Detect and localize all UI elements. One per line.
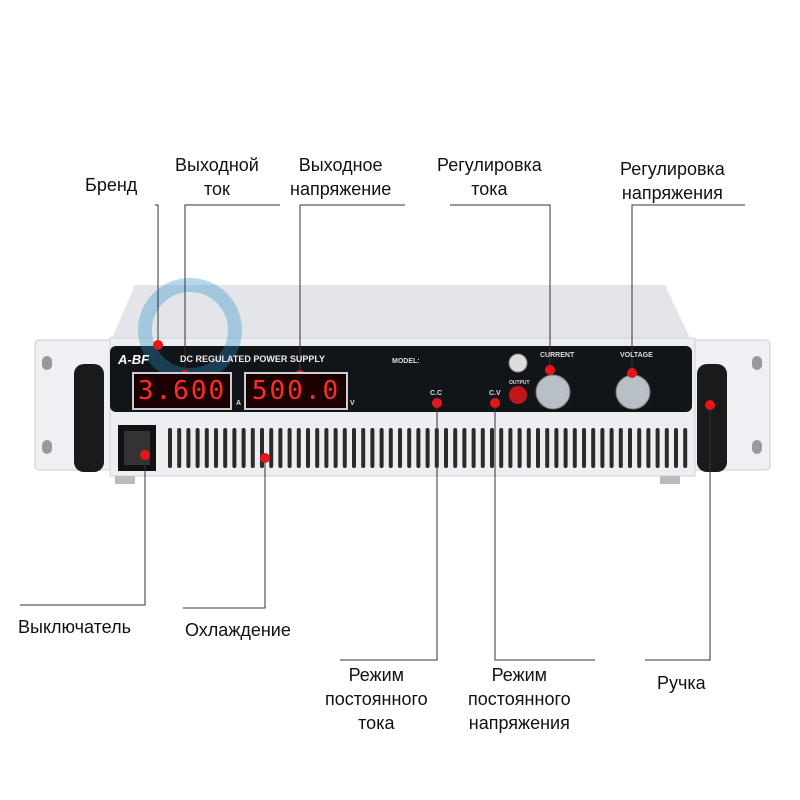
vent-slot [664,428,669,468]
vent-slot [628,428,632,468]
vent-slot [591,428,596,468]
model-label: MODEL: [392,358,420,365]
voltage-knob [615,374,651,410]
vent-slot [536,428,540,468]
vent-slot [379,428,384,468]
vent-slot [361,428,366,468]
vent-slot [462,428,467,468]
vent-slot [453,428,458,468]
label-cooling: Охлаждение [185,620,291,640]
vent-slot [324,428,329,468]
handle-right [697,364,727,472]
vent-slot [352,428,356,468]
vent-slot [526,428,531,468]
vent-slot [168,428,172,468]
vent-slot [637,428,642,468]
vent-slot [306,428,310,468]
vent-slot [370,428,375,468]
vent-slot [618,428,623,468]
output-label: OUTPUT [509,380,530,386]
leader-lines [20,204,745,661]
vent-slot [655,428,660,468]
brand-logo: A-BF [118,352,150,367]
current-display: 3.600 [132,372,232,410]
encoder-knob [508,353,528,373]
cooling-vents [168,428,688,468]
vent-slot [232,428,237,468]
vent-slot [407,428,412,468]
vent-slot [223,428,228,468]
current-knob [535,374,571,410]
vent-slot [563,428,568,468]
vent-slot [480,428,485,468]
vent-slot [278,428,283,468]
vent-slot [646,428,651,468]
label-handle: Ручка [657,673,706,693]
label-switch: Выключатель [18,617,131,637]
vent-slot [241,428,246,468]
vent-slot [296,428,301,468]
vent-slot [517,428,522,468]
vent-slot [674,428,678,468]
voltage-unit: V [350,400,355,407]
vent-slot [214,428,218,468]
panel-title: DC REGULATED POWER SUPPLY [180,354,326,364]
vent-slot [490,428,494,468]
vent-slot [683,428,688,468]
cv-indicator: C.V [489,390,501,397]
vent-slot [195,428,200,468]
vent-slot [416,428,421,468]
vent-slot [554,428,559,468]
vent-slot [600,428,605,468]
label-brand: Бренд [85,175,138,195]
vent-slot [342,428,347,468]
vent-slot [269,428,274,468]
vent-slot [204,428,209,468]
vent-slot [572,428,577,468]
vent-slot [388,428,393,468]
vent-slot [499,428,504,468]
current-knob-label: CURRENT [540,352,575,359]
vent-slot [333,428,338,468]
vent-slot [186,428,191,468]
vent-slot [545,428,550,468]
vent-slot [287,428,292,468]
cc-indicator: C.C [430,390,443,397]
vent-slot [444,428,448,468]
handle-left [74,364,104,472]
vent-slot [177,428,182,468]
vent-slot [315,428,320,468]
vent-slot [425,428,430,468]
voltage-knob-label: VOLTAGE [620,352,653,359]
vent-slot [250,428,255,468]
vent-slot [508,428,513,468]
voltage-display: 500.0 [244,372,348,410]
vent-slot [609,428,614,468]
output-button [509,386,527,404]
vent-slot [582,428,586,468]
current-unit: A [236,400,242,407]
vent-slot [471,428,476,468]
vent-slot [398,428,402,468]
top-cover [112,285,690,338]
